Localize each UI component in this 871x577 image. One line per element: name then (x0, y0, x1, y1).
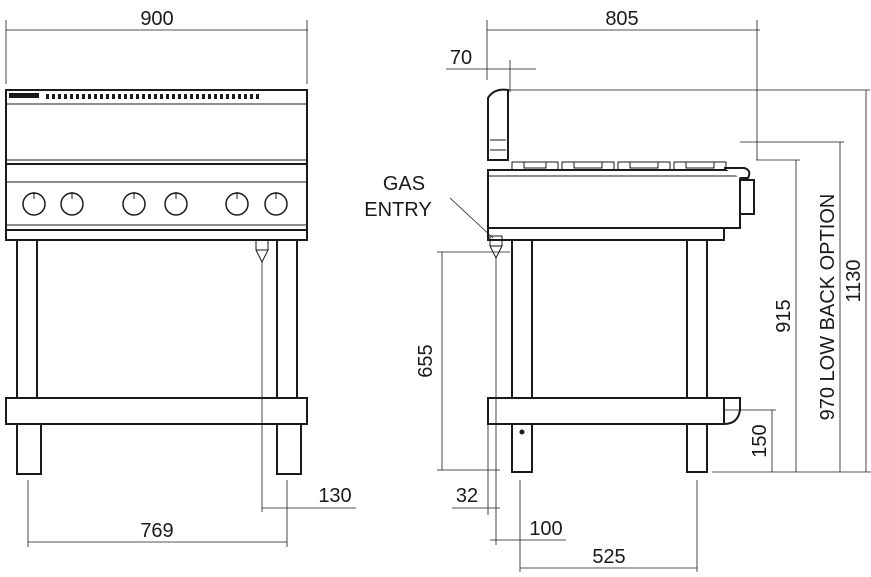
vent-slot (64, 94, 67, 99)
control-knob (164, 192, 188, 216)
vent-slot (154, 94, 157, 99)
vent-slot (76, 94, 79, 99)
control-panel (5, 163, 308, 231)
leg (16, 239, 38, 399)
control-knob (264, 192, 288, 216)
knob-row (22, 192, 288, 216)
control-knob (22, 192, 46, 216)
vent-slot (166, 94, 169, 99)
foot-bolt (519, 429, 525, 435)
vent-slot (226, 94, 229, 99)
vent-slot (46, 94, 49, 99)
dim-gas-entry-setback: 32 (456, 485, 478, 507)
side-base-trim (487, 227, 725, 241)
dim-working-height: 915 (773, 299, 795, 332)
front-hood (5, 89, 308, 165)
vent-slot (160, 94, 163, 99)
dim-leg-span: 769 (140, 520, 173, 542)
dim-leg-depth: 525 (592, 546, 625, 568)
dim-undershelf-height: 150 (749, 424, 771, 457)
leg (511, 239, 533, 399)
undershelf-nose (723, 397, 741, 426)
vent-slot (82, 94, 85, 99)
badge (9, 93, 39, 98)
splashback (487, 88, 509, 161)
front-view: 900 (5, 8, 356, 547)
vent-slot (190, 94, 193, 99)
foot (686, 423, 708, 473)
undershelf (5, 397, 308, 425)
vent-slot (214, 94, 217, 99)
leader-line (449, 197, 494, 239)
undershelf (487, 397, 725, 425)
vent-slot (52, 94, 55, 99)
foot (276, 423, 302, 475)
vent-slot (220, 94, 223, 99)
vent-slot (178, 94, 181, 99)
leg (686, 239, 708, 399)
vent-slots (46, 94, 259, 99)
vent-slot (250, 94, 253, 99)
vent-slot (124, 94, 127, 99)
dim-gas-entry-height: 655 (415, 344, 437, 377)
vent-slot (238, 94, 241, 99)
leg (276, 239, 298, 399)
gas-entry-label: GAS (383, 173, 425, 195)
gas-connector (255, 239, 269, 264)
knob-side (739, 179, 755, 215)
vent-slot (94, 94, 97, 99)
dim-width-overall: 900 (140, 8, 173, 30)
dim-gas-entry-offset: 100 (529, 518, 562, 540)
vent-slot (232, 94, 235, 99)
gas-entry-label: ENTRY (364, 199, 431, 221)
side-view: 805 70 GAS ENTRY (364, 8, 871, 572)
dim-overall-height: 1130 (843, 259, 865, 302)
vent-slot (58, 94, 61, 99)
vent-slot (130, 94, 133, 99)
vent-slot (118, 94, 121, 99)
vent-slot (112, 94, 115, 99)
vent-slot (196, 94, 199, 99)
vent-slot (106, 94, 109, 99)
vent-slot (70, 94, 73, 99)
front-rail (724, 167, 751, 179)
vent-slot (148, 94, 151, 99)
dim-rear-offset: 130 (318, 485, 351, 507)
control-knob (60, 192, 84, 216)
burner-grates (511, 161, 727, 170)
base-trim (5, 229, 308, 241)
control-knob (122, 192, 146, 216)
vent-slot (208, 94, 211, 99)
dim-low-back-height: 970 LOW BACK OPTION (817, 194, 839, 421)
vent-slot (244, 94, 247, 99)
vent-slot (88, 94, 91, 99)
appliance-body (487, 169, 741, 229)
vent-slot (100, 94, 103, 99)
vent-slot (202, 94, 205, 99)
foot (16, 423, 42, 475)
vent-slot (136, 94, 139, 99)
dim-splashback-offset: 70 (450, 47, 472, 69)
dim-depth-overall: 805 (605, 8, 638, 30)
vent-slot (184, 94, 187, 99)
vent-slot (142, 94, 145, 99)
control-knob (225, 192, 249, 216)
foot (511, 423, 533, 473)
vent-slot (256, 94, 259, 99)
vent-slot (172, 94, 175, 99)
